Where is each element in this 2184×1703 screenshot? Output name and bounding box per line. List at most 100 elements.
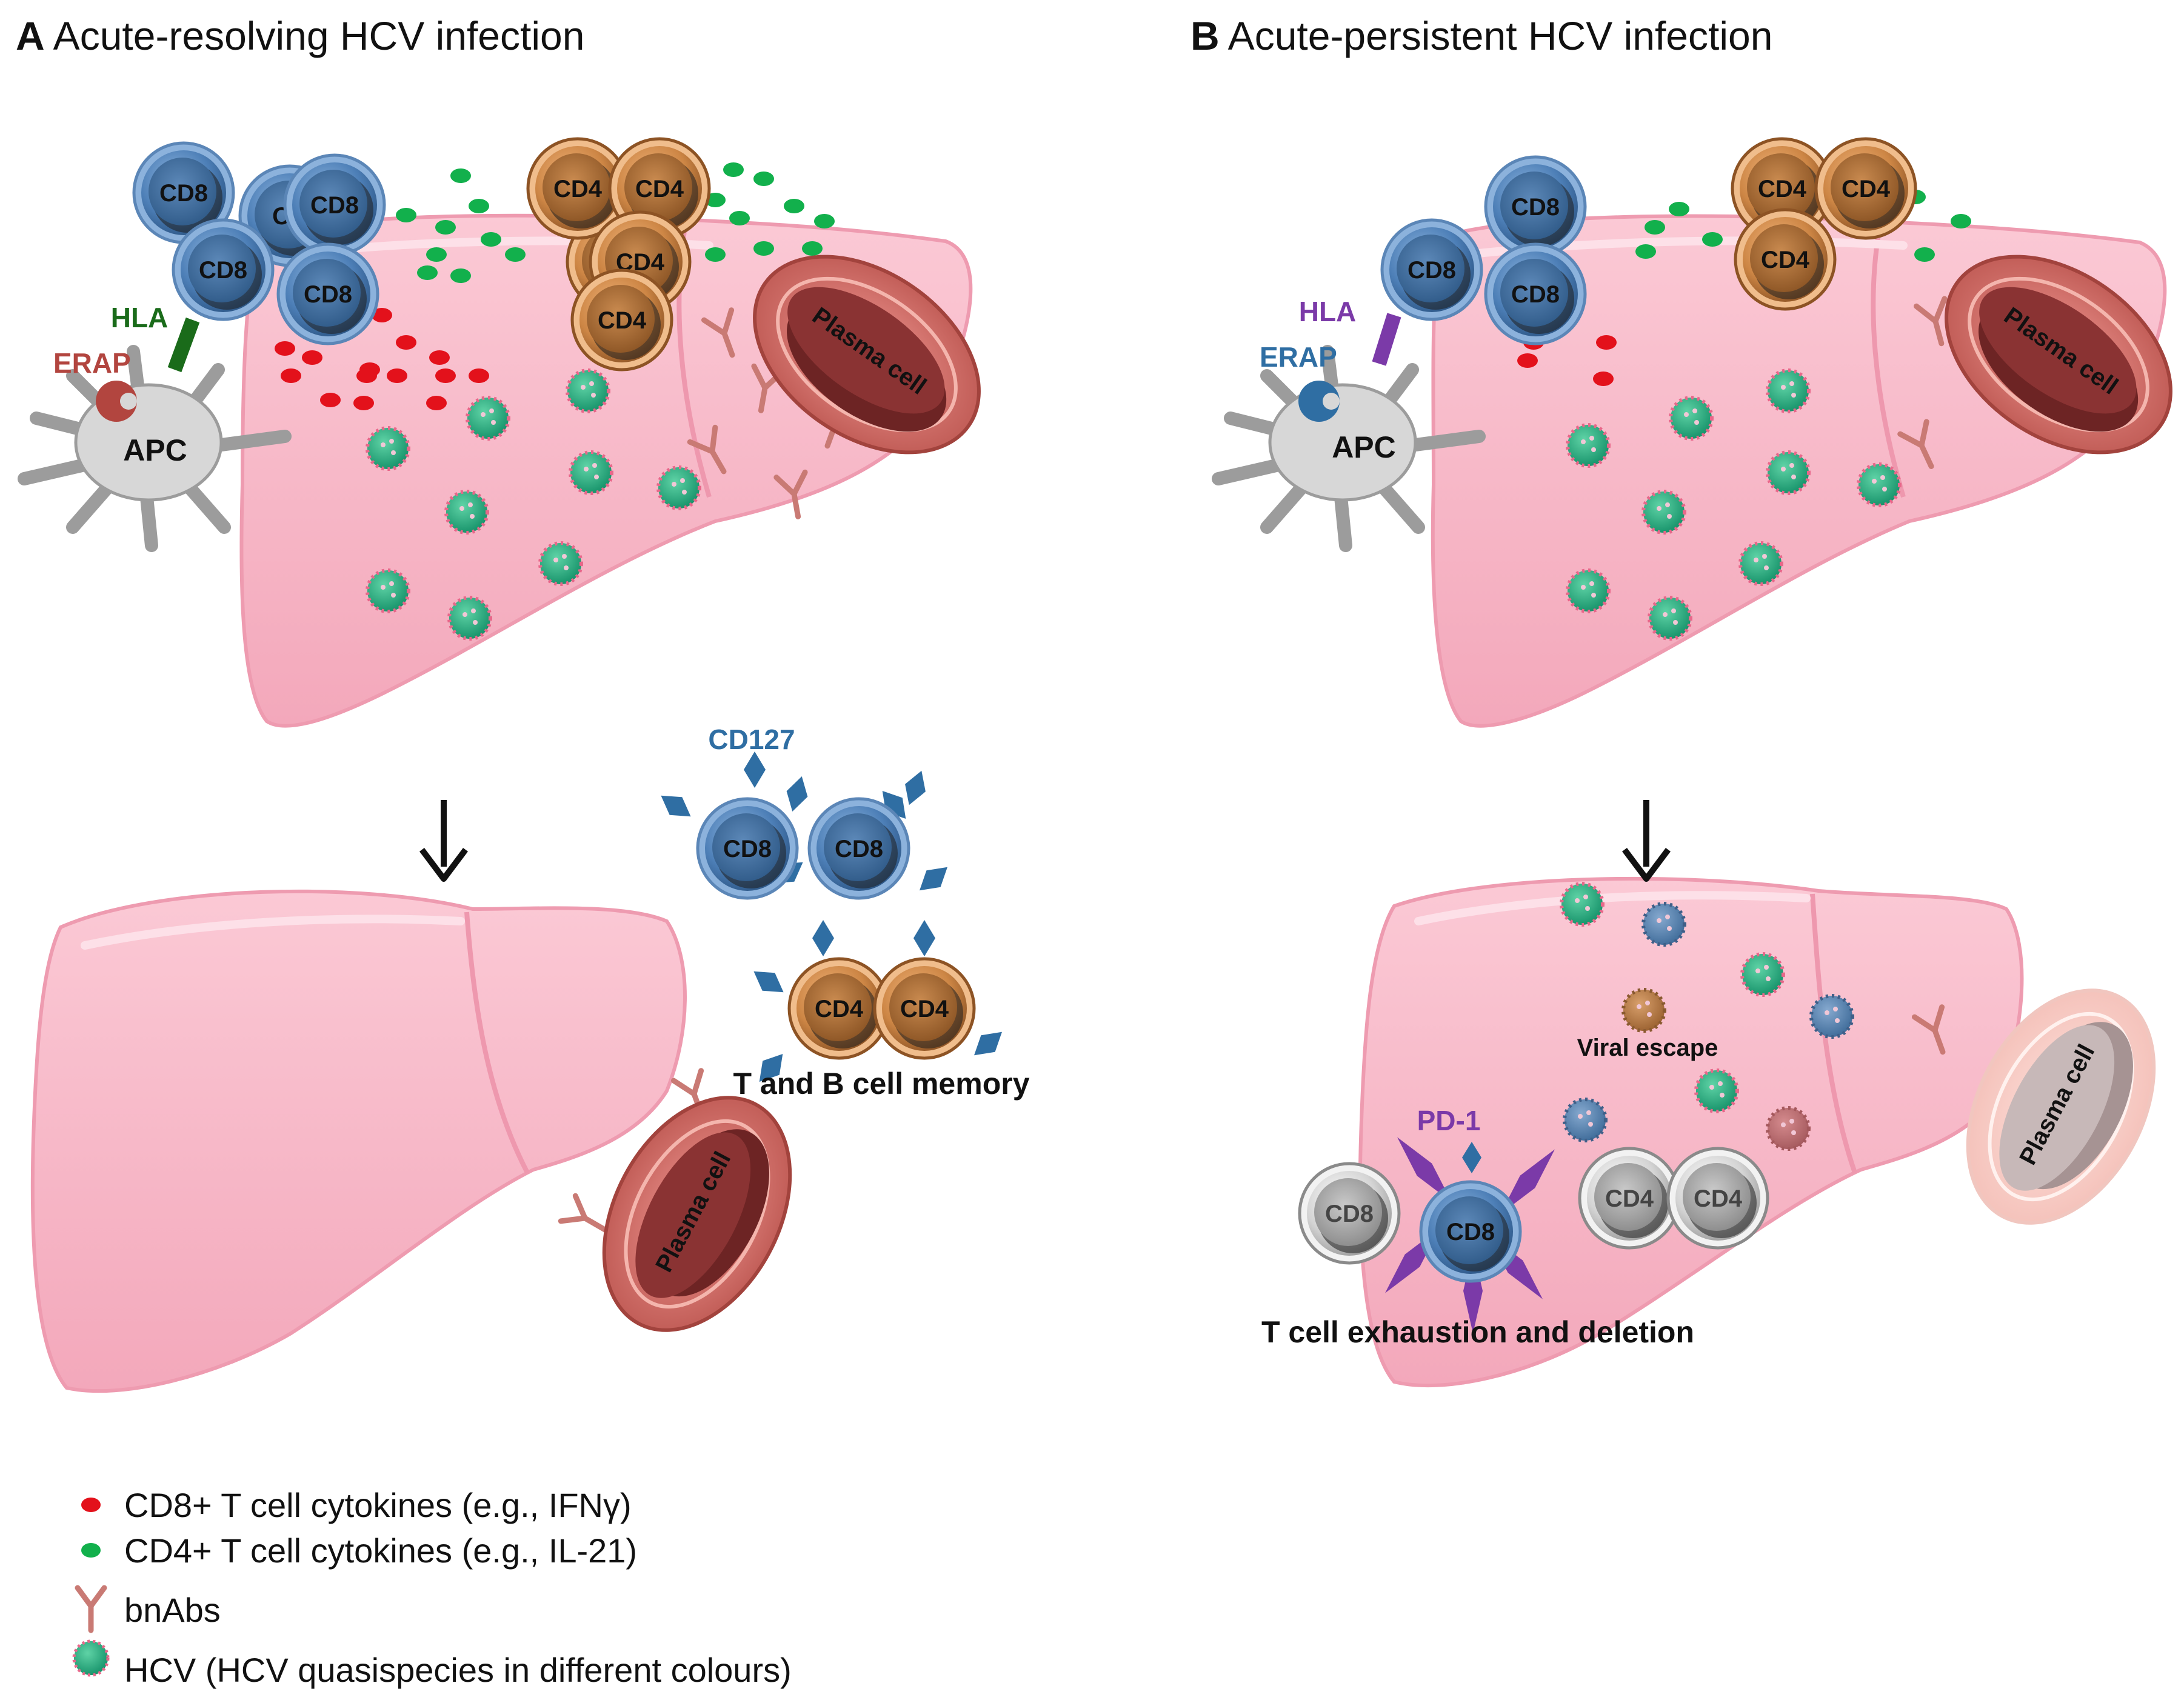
hla-label-a: HLA (111, 302, 169, 333)
legend-cd8-cytokines: CD8+ T cell cytokines (e.g., IFNγ) (124, 1486, 632, 1524)
cd4-cytokine-dot (729, 211, 750, 225)
hcv-virion (566, 368, 610, 413)
hcv-virion (1669, 396, 1714, 441)
cd4-cytokine-dot (481, 232, 501, 247)
cd4-cytokine-dot (435, 220, 456, 235)
cd8-cytokine-dot (275, 341, 295, 356)
cd8-t-cell: CD8 (1380, 218, 1483, 321)
cd8-t-cell: CD8 (283, 153, 386, 256)
cd4-cytokine-dot (396, 208, 416, 222)
hla-molecule-a (167, 317, 200, 373)
cd4-cytokine-dot (705, 193, 726, 207)
hcv-virion (1621, 988, 1666, 1033)
cd127-receptor (759, 1054, 783, 1082)
hcv-virion (1560, 882, 1605, 927)
cd8-cytokine-dot (426, 396, 447, 410)
t-cell-label: CD8 (310, 192, 359, 219)
cd127-receptor (753, 971, 784, 993)
plasma-cell-b-faded: Plasma cell (1966, 988, 2156, 1225)
cd8-cytokine-dot (396, 335, 416, 350)
cd8-t-cell: CD8 (1484, 155, 1587, 258)
legend-red-dot-icon (81, 1498, 101, 1512)
hcv-virion (447, 596, 492, 641)
bnab-antibodies (558, 296, 1948, 1233)
cd4-cytokine-dot (705, 247, 726, 262)
t-cell-label: CD4 (1761, 247, 1810, 273)
exhausted-cd8-t-cell: CD8 (1419, 1180, 1522, 1283)
cd4-cytokine-dot (1635, 244, 1656, 259)
t-cell-label: CD8 (1408, 257, 1456, 284)
t-cell-label: CD8 (304, 281, 352, 308)
t-cell-label: CD8 (1511, 194, 1560, 221)
t-cell-label: CD4 (1605, 1185, 1654, 1212)
cd127-receptor (786, 776, 808, 812)
plasma-cell-a-top: Plasma cell (753, 255, 981, 455)
t-cell-label: CD8 (723, 836, 772, 862)
legend-bnabs: bnAbs (124, 1591, 221, 1629)
legend: CD8+ T cell cytokines (e.g., IFNγ) CD4+ … (72, 1486, 792, 1689)
hcv-virion (1766, 450, 1811, 495)
t-cells: CD8CDCD8CD8CD8CDCD4CD4CD4CD4CD8CD8CD8CD4… (132, 137, 1917, 1333)
transition-arrow-a (419, 800, 468, 882)
antibody-icon (773, 469, 808, 519)
legend-cd4-cytokines: CD4+ T cell cytokines (e.g., IL-21) (124, 1531, 637, 1570)
hcv-virion (1641, 490, 1686, 535)
antibody-icon (1912, 1004, 1946, 1055)
cd8-cytokine-dot (387, 368, 407, 383)
cd8-cytokine-dot (469, 368, 489, 383)
cd8-cytokine-dot (1593, 372, 1614, 386)
t-cell-label: CD8 (159, 180, 208, 207)
plasma-cell-a-memory: Plasma cell (602, 1096, 792, 1332)
cd4-t-cell: CD4 (1731, 137, 1834, 240)
t-cell-label: CD4 (900, 996, 949, 1022)
cd4-cytokine-dot (450, 168, 471, 183)
pd1-receptor (1397, 1137, 1452, 1202)
legend-hcv-icon (72, 1639, 110, 1677)
cd127-receptor (812, 920, 834, 956)
hcv-virion (1766, 368, 1811, 413)
legend-hcv: HCV (HCV quasispecies in different colou… (124, 1651, 792, 1689)
deleted-cd8-t-cell: CD8 (1298, 1162, 1401, 1265)
cd8-cytokine-dot (353, 396, 374, 410)
hcv-virions (366, 368, 1902, 1151)
cd127-label: CD127 (708, 724, 795, 755)
erap-label-a: ERAP (53, 347, 131, 379)
hcv-virion (366, 568, 410, 613)
cd4-cytokine-dot (450, 268, 471, 283)
cd127-receptor (744, 752, 766, 788)
cd4-cytokine-dot (469, 199, 489, 213)
hcv-virion (1694, 1068, 1739, 1113)
t-cell-label: CD4 (1842, 176, 1891, 202)
t-cell-label: CD8 (835, 836, 883, 862)
hcv-virion (1809, 994, 1854, 1039)
t-cell-label: CD8 (199, 257, 247, 284)
cd8-cytokine-dot (429, 350, 450, 365)
legend-antibody-icon (75, 1585, 107, 1633)
transition-arrow-b (1622, 800, 1671, 882)
antibody-icon (1914, 296, 1948, 347)
hla-molecule-b (1372, 313, 1401, 366)
hcv-virion (1738, 541, 1783, 586)
pd1-receptor (1500, 1149, 1555, 1215)
cd4-t-cell: CD4 (1734, 208, 1837, 311)
t-cell-label: CD8 (1511, 281, 1560, 308)
liver-a-bottom (30, 889, 687, 1393)
exhausted-cd4-t-cell: CD4 (1666, 1147, 1769, 1250)
memory-cd8-t-cell: CD8 (807, 797, 910, 900)
cd127-receptor (974, 1031, 1002, 1056)
cd4-cytokine-dot (802, 241, 823, 256)
apc-cell-a (18, 345, 292, 552)
hcv-virion (1641, 902, 1686, 947)
t-cell-label: CD8 (1325, 1201, 1374, 1227)
hcv-virion (1857, 462, 1902, 507)
t-cell-label: CD4 (635, 176, 684, 202)
t-cell-label: CD4 (815, 996, 864, 1022)
cd4-cytokine-dot (1914, 247, 1935, 262)
cytokine-dots (275, 162, 1971, 410)
cd8-t-cell: CD8 (172, 218, 275, 321)
plasma-cell-b-top: Plasma cell (1945, 255, 2172, 455)
hcv-virion (656, 465, 701, 510)
